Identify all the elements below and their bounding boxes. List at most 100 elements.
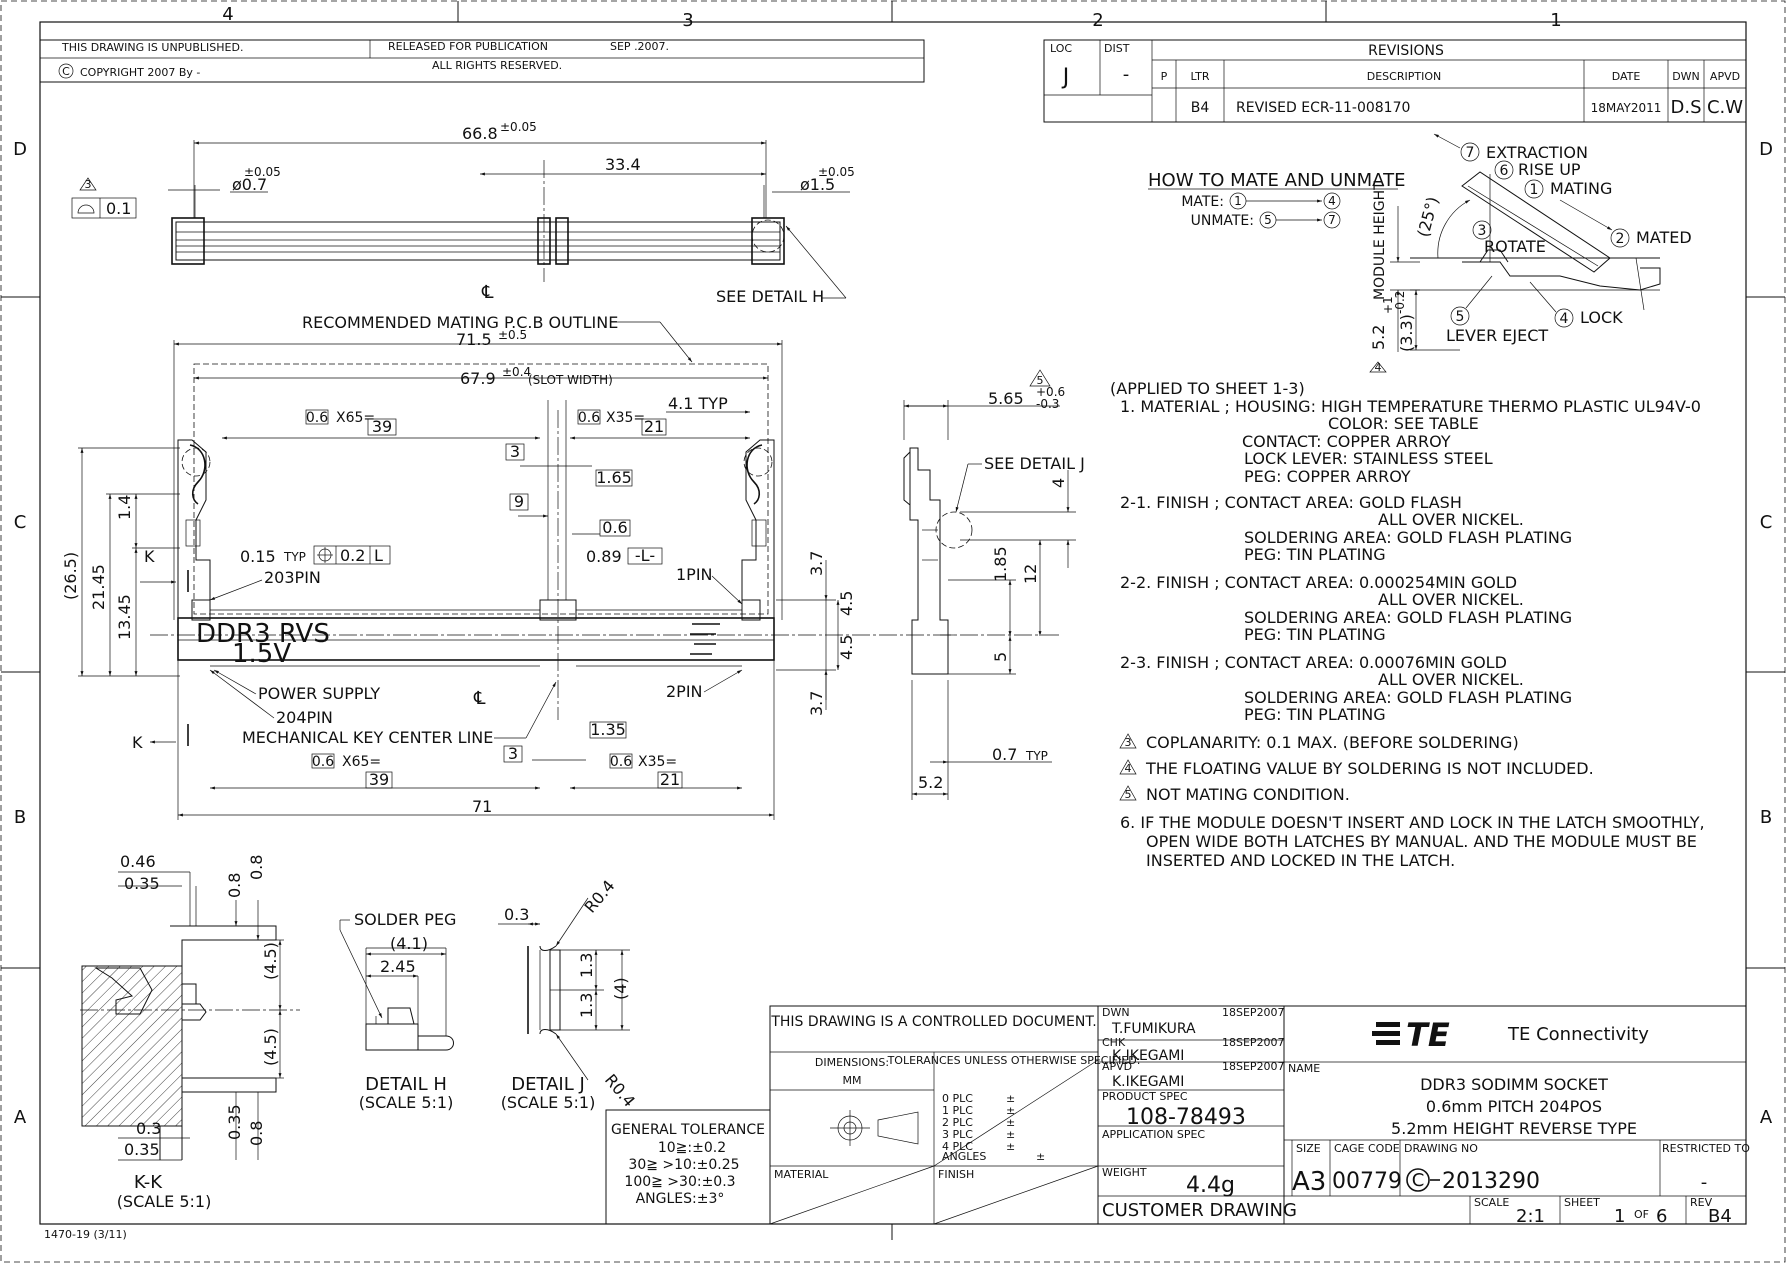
scale-label: SCALE — [1474, 1196, 1509, 1209]
note-line-5: 2-1. FINISH ; CONTACT AREA: GOLD FLASH — [1120, 493, 1462, 512]
mate-label: MATE: — [1181, 194, 1224, 210]
top-overall-tol: ±0.05 — [500, 120, 537, 134]
zone-row-d-right: D — [1759, 139, 1773, 160]
step-5: 5 LEVER EJECT — [1446, 275, 1548, 345]
chk-label: CHK — [1102, 1036, 1126, 1049]
header-strip: THIS DRAWING IS UNPUBLISHED. C COPYRIGHT… — [39, 39, 925, 83]
copyright-text: COPYRIGHT 2007 By - — [80, 66, 200, 79]
step-5-number: 5 — [1456, 309, 1465, 325]
height-note-mark: 4 — [1375, 361, 1382, 374]
dim-4-5-b: 4.5 — [837, 635, 856, 660]
drawing-no: 2013290 — [1442, 1169, 1540, 1194]
dimensions-unit: MM — [843, 1074, 862, 1087]
detail-j: 0.3 R0.4 R0.4 1.3 1.3 (4) DETAIL J (SCAL… — [498, 876, 639, 1112]
plc-pm-2: ± — [1006, 1116, 1015, 1129]
j-title: DETAIL J — [511, 1074, 585, 1095]
dist-value: - — [1123, 64, 1130, 85]
h-2-45: 2.45 — [380, 957, 416, 976]
section-kk: 0.46 0.35 0.8 0.8 (4.5) (4.5) 0.3 0.35 0… — [80, 852, 300, 1211]
company-name: TE Connectivity — [1507, 1024, 1649, 1045]
zone-row-d-left: D — [13, 139, 27, 160]
zone-col-4: 4 — [222, 4, 233, 25]
rev-description: REVISED ECR-11-008170 — [1236, 100, 1410, 116]
dimensions-label: DIMENSIONS: — [815, 1056, 889, 1069]
kk-0-8-a: 0.8 — [225, 873, 244, 898]
height-tol-minus: -0.2 — [1393, 291, 1407, 314]
box-3-bottom: 3 — [508, 744, 518, 763]
name-line-1: 0.6mm PITCH 204POS — [1426, 1097, 1602, 1116]
box-1-65: 1.65 — [596, 468, 632, 487]
side-note-mark: 5 — [1037, 374, 1044, 387]
box-21-bottom: 21 — [660, 770, 680, 789]
step-7-label: EXTRACTION — [1486, 143, 1588, 162]
zone-row-c-left: C — [14, 512, 27, 533]
step-4: 4 LOCK — [1529, 281, 1623, 328]
pitch-box-3: 0.6 — [312, 754, 334, 770]
dim-21-45: 21.45 — [89, 564, 108, 610]
h-title: DETAIL H — [365, 1074, 447, 1095]
top-left-dia-tol: ±0.05 — [244, 165, 281, 179]
height-value: 5.2 — [1369, 325, 1388, 350]
step-7: 7 EXTRACTION — [1433, 133, 1588, 162]
dim-71-5-tol: ±0.5 — [498, 328, 527, 342]
zone-col-3: 3 — [682, 10, 693, 31]
product-spec-label: PRODUCT SPEC — [1102, 1090, 1188, 1103]
note5-mark: 5 — [1125, 788, 1132, 801]
box-3-top: 3 — [510, 442, 520, 461]
cage-value: 00779 — [1332, 1169, 1402, 1194]
see-detail-h: SEE DETAIL H — [716, 287, 824, 306]
j-4: (4) — [611, 977, 630, 1000]
rev-col-description: DESCRIPTION — [1367, 70, 1441, 83]
plc-angles: ANGLES — [942, 1150, 986, 1163]
plc-4: 4 PLC — [942, 1140, 973, 1153]
note-line-1: COLOR: SEE TABLE — [1328, 414, 1479, 433]
typ-4-1: 4.1 TYP — [668, 394, 728, 413]
plc-pm-0: ± — [1006, 1092, 1015, 1105]
slot-width-label: (SLOT WIDTH) — [528, 373, 613, 387]
note-6-line-2: INSERTED AND LOCKED IN THE LATCH. — [1146, 851, 1455, 870]
note-line-15: SOLDERING AREA: GOLD FLASH PLATING — [1244, 688, 1572, 707]
section-k-top: K — [144, 547, 155, 566]
released-text: RELEASED FOR PUBLICATION — [388, 40, 548, 53]
controlled-doc: THIS DRAWING IS A CONTROLLED DOCUMENT. — [770, 1014, 1096, 1030]
name-line-2: 5.2mm HEIGHT REVERSE TYPE — [1391, 1119, 1637, 1138]
plc-pm-4: ± — [1006, 1140, 1015, 1153]
side-view: 5 5.65 +0.6 -0.3 SEE DETAIL J 4 12 1.85 … — [903, 369, 1085, 800]
kk-scale: (SCALE 5:1) — [117, 1192, 212, 1211]
note-line-0: 1. MATERIAL ; HOUSING: HIGH TEMPERATURE … — [1120, 397, 1701, 416]
company-logo-text: TE — [1406, 1016, 1450, 1054]
rev-ltr: B4 — [1191, 100, 1210, 116]
box-39-top: 39 — [372, 417, 392, 436]
plc-1: 1 PLC — [942, 1104, 973, 1117]
dim-3-7-bottom: 3.7 — [807, 691, 826, 716]
size-label: SIZE — [1296, 1142, 1321, 1155]
box-9: 9 — [514, 492, 524, 511]
x35-top: X35= — [606, 410, 645, 426]
dwn-name: T.FUMIKURA — [1111, 1021, 1196, 1037]
top-half-dim: 33.4 — [605, 155, 641, 174]
apvd-label: APVD — [1102, 1060, 1132, 1073]
copyright-symbol: C — [62, 65, 70, 78]
mating-title: HOW TO MATE AND UNMATE — [1148, 170, 1405, 191]
notes-applied: (APPLIED TO SHEET 1-3) — [1110, 379, 1305, 398]
zone-row-a-right: A — [1760, 1107, 1773, 1128]
zone-row-a-left: A — [14, 1107, 27, 1128]
application-spec-label: APPLICATION SPEC — [1102, 1128, 1205, 1141]
note3-mark: 3 — [1125, 736, 1132, 749]
dim-4: 4 — [1049, 478, 1068, 488]
note-line-16: PEG: TIN PLATING — [1244, 705, 1386, 724]
kk-0-35-a: 0.35 — [124, 874, 160, 893]
step-1-number: 1 — [1530, 182, 1539, 198]
tolerances-label: TOLERANCES UNLESS OTHERWISE SPECIFIED: — [887, 1054, 1141, 1067]
note-line-11: SOLDERING AREA: GOLD FLASH PLATING — [1244, 608, 1572, 627]
side-typ: TYP — [1025, 749, 1048, 763]
front-view: RECOMMENDED MATING P.C.B OUTLINE 71.5 ±0… — [61, 313, 1060, 820]
kk-4-5-a: (4.5) — [261, 942, 280, 980]
box-21-top: 21 — [644, 417, 664, 436]
tol-plus: +0.6 — [1036, 385, 1065, 399]
note-5: NOT MATING CONDITION. — [1146, 785, 1350, 804]
kk-0-8-b: 0.8 — [247, 855, 266, 880]
finish-label: FINISH — [938, 1168, 974, 1181]
top-view: 66.8 ±0.05 33.4 ±0.05 ø0.7 ±0.05 ø1.5 3 … — [71, 120, 855, 306]
